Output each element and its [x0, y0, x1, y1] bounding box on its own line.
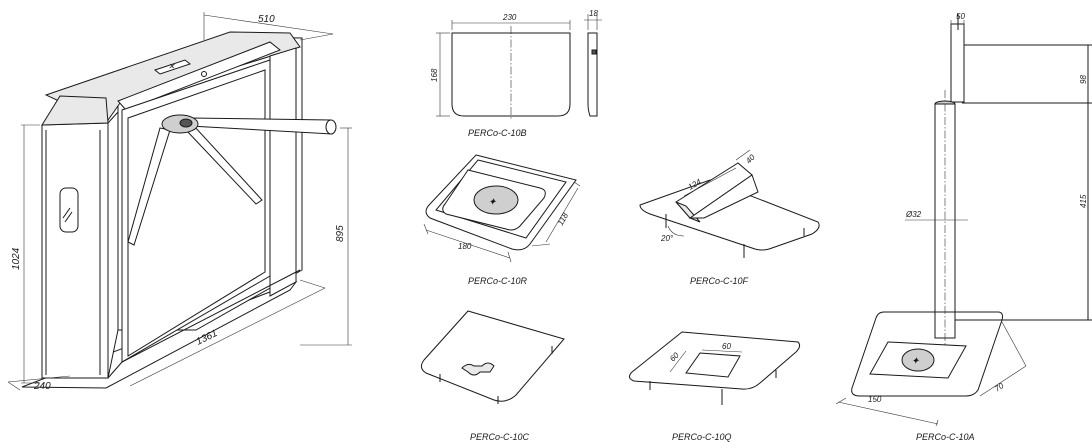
top-reader-slot [153, 59, 192, 75]
caption-c-10q: PERCo-C-10Q [672, 432, 732, 442]
caption-c-10a: PERCo-C-10A [916, 432, 975, 442]
dim-10a-width: 150 [868, 395, 882, 404]
svg-text:✕: ✕ [168, 62, 175, 71]
dim-height-arm: 895 [335, 225, 346, 242]
dim-10r-depth: 118 [556, 211, 570, 227]
panel-10c-plate [420, 310, 565, 402]
svg-text:✦: ✦ [911, 356, 920, 367]
item-c-10b: 230 168 18 PERCo-C-10B [430, 9, 602, 138]
caption-c-10c: PERCo-C-10C [470, 432, 530, 442]
dim-10a-height: 415 [1079, 194, 1088, 208]
panel-10r-plate [425, 154, 577, 251]
dim-height-total: 1024 [11, 247, 22, 270]
caption-c-10b: PERCo-C-10B [468, 128, 527, 138]
dim-10q-a: 60 [722, 342, 731, 351]
item-c-10r: ✦ 180 118 PERCo-C-10R [423, 154, 581, 286]
item-c-10f: 124 40 20° PERCo-C-10F [639, 149, 820, 286]
turnstile-front-cabinet [41, 122, 109, 379]
item-c-10q: 60 60 PERCo-C-10Q [628, 331, 801, 442]
dim-10b-height: 168 [430, 68, 439, 82]
post-10a-cap [950, 23, 965, 103]
panel-10q-plate [628, 331, 801, 390]
dim-10b-width: 230 [502, 13, 517, 22]
dim-10r-width: 180 [458, 242, 472, 251]
panel-10q-hole [685, 352, 741, 378]
dim-10q-b: 60 [668, 350, 681, 363]
turnstile-right-post [269, 47, 297, 297]
turnstile-cabinet-face [41, 95, 109, 126]
turnstile-side-panel [107, 110, 119, 379]
panel-10c-cutout [461, 362, 495, 376]
dim-10a-cap-width: 50 [956, 12, 965, 21]
panel-10b-side [587, 32, 598, 117]
panel-10b-front [451, 32, 571, 117]
panel-10f-plate [639, 179, 820, 251]
dim-10a-diameter: Ø32 [905, 210, 922, 219]
dim-top-width: 510 [258, 14, 275, 25]
dim-10a-depth: 70 [993, 381, 1006, 394]
svg-text:✦: ✦ [488, 197, 497, 208]
dim-10f-angle: 20° [660, 234, 674, 243]
caption-c-10f: PERCo-C-10F [690, 276, 749, 286]
dim-10f-height: 40 [744, 152, 757, 165]
item-c-10c: PERCo-C-10C [420, 310, 565, 442]
turnstile-drawing: ✕ 510 [7, 12, 352, 392]
dim-depth: 240 [33, 381, 51, 392]
dim-10a-segment: 98 [1079, 75, 1088, 84]
item-c-10a: 50 98 Ø32 415 ✦ 150 70 PERCo-C-10A [835, 12, 1092, 442]
panel-10a-plate [851, 311, 1003, 397]
turnstile-top-lid [117, 41, 281, 111]
dim-10b-thickness: 18 [589, 9, 598, 18]
caption-c-10r: PERCo-C-10R [468, 276, 528, 286]
